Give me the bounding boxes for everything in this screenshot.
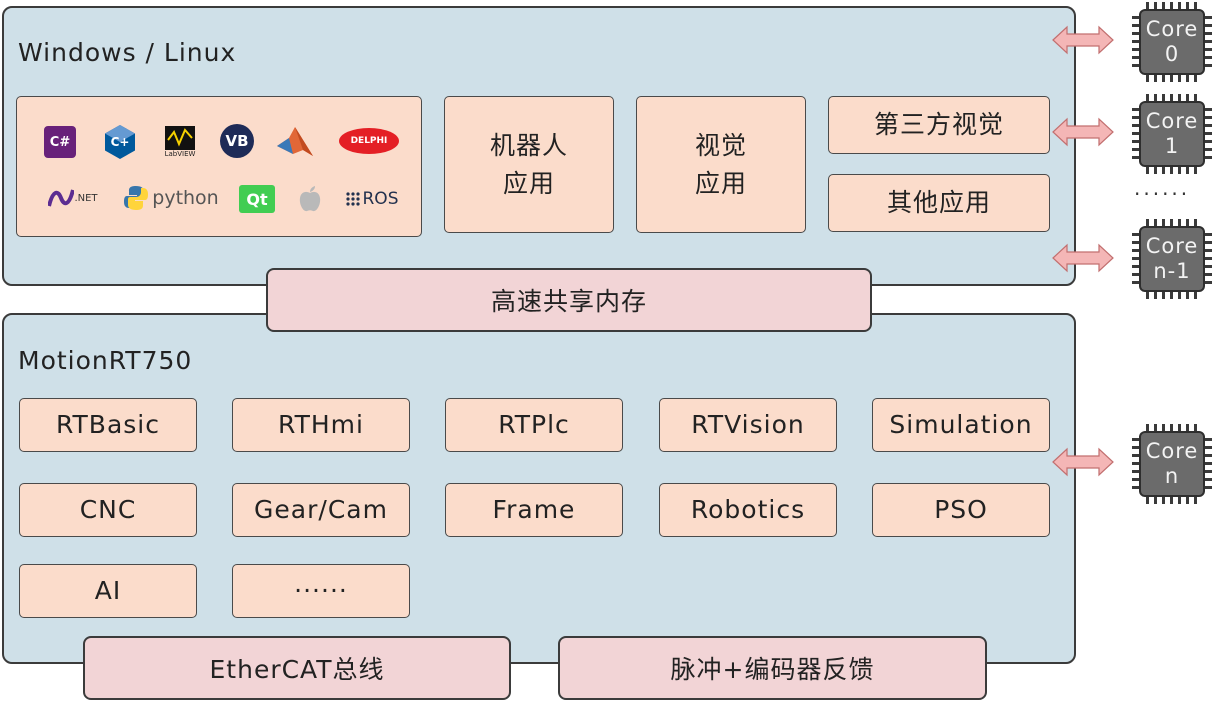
shared-memory-bar: 高速共享内存 xyxy=(266,268,872,332)
module-frame: Frame xyxy=(445,483,623,537)
pulse-encoder-bar: 脉冲+编码器反馈 xyxy=(558,636,987,700)
module-rtbasic: RTBasic xyxy=(19,398,197,452)
qt-label: Qt xyxy=(246,189,268,209)
robot-app-box: 机器人 应用 xyxy=(444,96,614,233)
core-0-line1: Core xyxy=(1145,17,1199,41)
vb-label: VB xyxy=(225,132,249,150)
vb-icon: VB xyxy=(220,124,254,158)
qt-icon: Qt xyxy=(239,185,275,213)
module-ai: AI xyxy=(19,564,197,618)
delphi-label: DELPHI xyxy=(350,136,388,146)
labview-label: LabVIEW xyxy=(164,150,196,158)
module-gear-cam: Gear/Cam xyxy=(232,483,410,537)
python-icon: python xyxy=(123,184,219,212)
matlab-icon xyxy=(275,124,315,160)
module-robotics: Robotics xyxy=(659,483,837,537)
third-party-vision-box: 第三方视觉 xyxy=(828,96,1050,154)
module-more: ······ xyxy=(232,564,410,618)
core-n-line1: Core xyxy=(1145,439,1199,463)
core-n-arrow xyxy=(1052,447,1114,477)
core-1-line1: Core xyxy=(1145,109,1199,133)
module-rtvision: RTVision xyxy=(659,398,837,452)
core-1-line2: 1 xyxy=(1164,134,1180,158)
module-rthmi: RTHmi xyxy=(232,398,410,452)
labview-icon: LabVIEW xyxy=(162,124,198,160)
csharp-icon: C# xyxy=(44,126,76,158)
cpp-icon: C+ xyxy=(103,124,137,160)
module-cnc: CNC xyxy=(19,483,197,537)
motionrt-panel-title: MotionRT750 xyxy=(18,346,193,375)
languages-box xyxy=(16,96,422,237)
core-n-1-line1: Core xyxy=(1145,234,1199,258)
ros-label: ROS xyxy=(362,189,399,209)
dotnet-icon: .NET xyxy=(44,186,102,210)
python-label: python xyxy=(152,187,219,209)
other-apps-box: 其他应用 xyxy=(828,174,1050,232)
module-simulation: Simulation xyxy=(872,398,1050,452)
core-1-arrow xyxy=(1052,117,1114,147)
vision-app-box: 视觉 应用 xyxy=(636,96,806,233)
module-rtplc: RTPlc xyxy=(445,398,623,452)
core-0-line2: 0 xyxy=(1164,42,1180,66)
apple-icon xyxy=(296,184,324,214)
dotnet-label: .NET xyxy=(74,192,98,204)
core-0-arrow xyxy=(1052,25,1114,55)
core-n-1-line2: n-1 xyxy=(1153,259,1191,283)
ethercat-bus-bar: EtherCAT总线 xyxy=(83,636,511,700)
core-n-1-arrow xyxy=(1052,243,1114,273)
os-panel-title: Windows / Linux xyxy=(18,38,237,67)
cpp-label: C+ xyxy=(110,135,130,149)
delphi-icon: DELPHI xyxy=(339,128,399,154)
csharp-label: C# xyxy=(49,134,71,150)
ros-icon: ROS xyxy=(342,187,402,211)
core-ellipsis: ······ xyxy=(1134,182,1191,206)
module-pso: PSO xyxy=(872,483,1050,537)
core-n-line2: n xyxy=(1164,464,1180,488)
